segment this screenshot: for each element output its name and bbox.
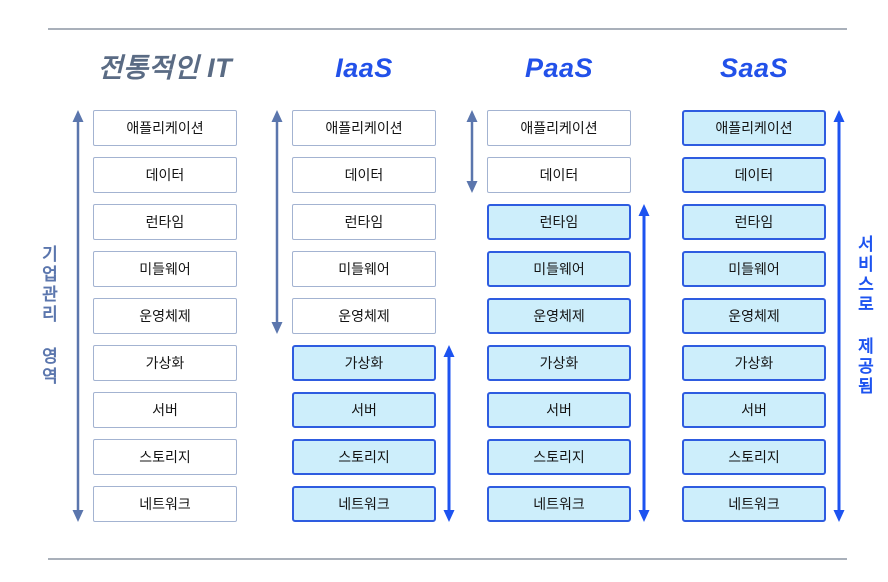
layer-box-traditional-it-1: 데이터: [93, 157, 237, 193]
managed-scope-arrow-traditional-it: [72, 110, 84, 522]
layer-box-iaas-4: 운영체제: [292, 298, 436, 334]
layer-box-iaas-8: 네트워크: [292, 486, 436, 522]
layer-box-paas-1: 데이터: [487, 157, 631, 193]
layer-box-saas-1: 데이터: [682, 157, 826, 193]
service-scope-arrow-iaas: [443, 345, 455, 522]
layer-box-iaas-6: 서버: [292, 392, 436, 428]
layer-box-paas-2: 런타임: [487, 204, 631, 240]
top-divider: [48, 28, 847, 30]
layer-box-saas-8: 네트워크: [682, 486, 826, 522]
service-scope-arrow-paas: [638, 204, 650, 522]
layer-box-traditional-it-7: 스토리지: [93, 439, 237, 475]
layer-box-iaas-7: 스토리지: [292, 439, 436, 475]
layer-box-paas-4: 운영체제: [487, 298, 631, 334]
layer-box-traditional-it-4: 운영체제: [93, 298, 237, 334]
column-header-paas: PaaS: [524, 53, 594, 83]
layer-box-traditional-it-6: 서버: [93, 392, 237, 428]
bottom-divider: [48, 558, 847, 560]
provided-as-service-axis-label: 서비스로 제공됨: [854, 235, 874, 397]
layer-box-saas-0: 애플리케이션: [682, 110, 826, 146]
column-header-iaas: IaaS: [335, 53, 393, 83]
layer-box-saas-5: 가상화: [682, 345, 826, 381]
enterprise-managed-axis-label: 기업관리 영역: [38, 245, 58, 387]
layer-box-traditional-it-2: 런타임: [93, 204, 237, 240]
column-header-saas: SaaS: [719, 53, 789, 83]
layer-box-paas-5: 가상화: [487, 345, 631, 381]
layer-box-iaas-2: 런타임: [292, 204, 436, 240]
layer-box-saas-6: 서버: [682, 392, 826, 428]
layer-box-iaas-1: 데이터: [292, 157, 436, 193]
layer-box-paas-6: 서버: [487, 392, 631, 428]
layer-box-paas-7: 스토리지: [487, 439, 631, 475]
layer-box-traditional-it-8: 네트워크: [93, 486, 237, 522]
layer-box-iaas-3: 미들웨어: [292, 251, 436, 287]
layer-box-saas-3: 미들웨어: [682, 251, 826, 287]
layer-box-saas-7: 스토리지: [682, 439, 826, 475]
layer-box-traditional-it-3: 미들웨어: [93, 251, 237, 287]
layer-box-paas-3: 미들웨어: [487, 251, 631, 287]
layer-box-iaas-0: 애플리케이션: [292, 110, 436, 146]
managed-scope-arrow-paas: [466, 110, 478, 193]
layer-box-paas-0: 애플리케이션: [487, 110, 631, 146]
layer-box-traditional-it-5: 가상화: [93, 345, 237, 381]
layer-box-saas-2: 런타임: [682, 204, 826, 240]
service-scope-arrow-saas: [833, 110, 845, 522]
layer-box-traditional-it-0: 애플리케이션: [93, 110, 237, 146]
layer-box-saas-4: 운영체제: [682, 298, 826, 334]
layer-box-paas-8: 네트워크: [487, 486, 631, 522]
layer-box-iaas-5: 가상화: [292, 345, 436, 381]
managed-scope-arrow-iaas: [271, 110, 283, 334]
column-header-traditional-it: 전통적인 IT: [97, 53, 233, 83]
